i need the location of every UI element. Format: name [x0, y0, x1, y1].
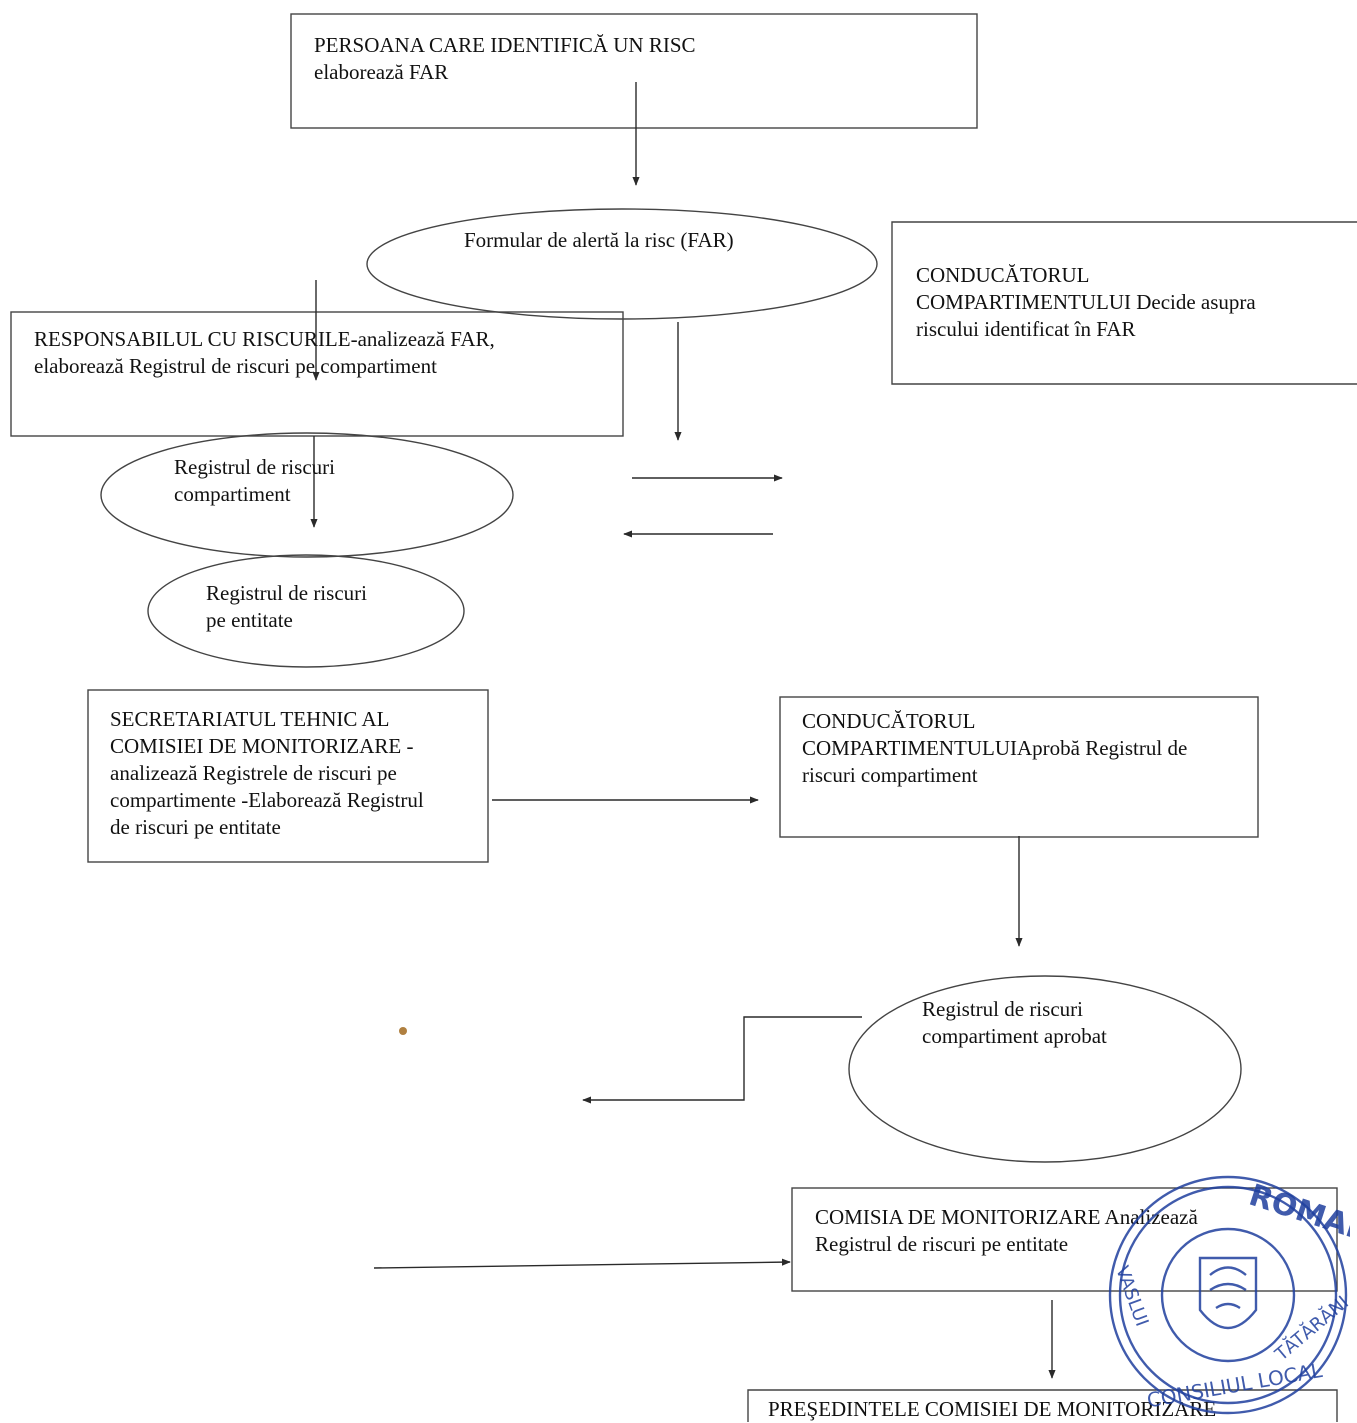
arrow-regaprobat-return: [582, 1016, 862, 1104]
ellipse-reg-aprobat: [848, 975, 1242, 1163]
label-conducator1-line: COMPARTIMENTULUI Decide asupra: [916, 290, 1256, 314]
label-reg-aprobat-line: compartiment aprobat: [922, 1024, 1107, 1048]
label-persoana: PERSOANA CARE IDENTIFICĂ UN RISC elaborea…: [314, 32, 696, 86]
label-secretariat-line: compartimente -Elaborează Registrul: [110, 788, 424, 812]
label-reg-aprobat-line: Registrul de riscuri: [922, 997, 1083, 1021]
ellipse-far: [366, 208, 878, 320]
label-presedinte-line: PREŞEDINTELE COMISIEI DE MONITORIZARE: [768, 1397, 1217, 1421]
label-conducator1-line: CONDUCĂTORUL: [916, 263, 1090, 287]
label-secretariat-line: de riscuri pe entitate: [110, 815, 281, 839]
label-conducator2-line: CONDUCĂTORUL: [802, 709, 976, 733]
label-persoana-line: elaborează FAR: [314, 60, 449, 84]
label-secretariat-line: SECRETARIATUL TEHNIC AL: [110, 707, 390, 731]
stamp-line-2: VASLUI: [1111, 1263, 1152, 1329]
label-secretariat-line: analizează Registrele de riscuri pe: [110, 761, 397, 785]
ellipse-reg-entitate: [147, 554, 465, 668]
label-responsabil-line: elaborează Registrul de riscuri pe compa…: [34, 354, 437, 378]
box-presedinte: [747, 1389, 1338, 1422]
box-comisia: [791, 1187, 1338, 1292]
label-responsabil: RESPONSABILUL CU RISCURILE-analizează FA…: [34, 326, 495, 380]
label-reg-comp-line: Registrul de riscuri: [174, 455, 335, 479]
label-secretariat: SECRETARIATUL TEHNIC AL COMISIEI DE MONIT…: [110, 706, 424, 841]
ellipse-reg-comp: [100, 432, 514, 558]
box-conducator1: [891, 221, 1357, 385]
label-secretariat-line: COMISIEI DE MONITORIZARE -: [110, 734, 414, 758]
stamp-text: ROMANIA: [1245, 1178, 1350, 1261]
label-responsabil-line: RESPONSABILUL CU RISCURILE-analizează FA…: [34, 327, 495, 351]
official-stamp: ROMANIA CONSILIUL LOCAL VASLUI TĂTĂRĂNI: [1108, 1175, 1350, 1415]
stamp-line-1: CONSILIUL LOCAL: [1145, 1358, 1325, 1413]
coat-of-arms-icon: [1198, 1256, 1258, 1329]
box-persoana: [290, 13, 978, 129]
label-conducator2: CONDUCĂTORUL COMPARTIMENTULUIAprobă Regis…: [802, 708, 1187, 789]
label-reg-entitate: Registrul de riscuri pe entitate: [206, 580, 367, 634]
box-secretariat: [87, 689, 489, 863]
label-presedinte: PREŞEDINTELE COMISIEI DE MONITORIZARE: [768, 1396, 1216, 1423]
label-far: Formular de alertă la risc (FAR): [464, 227, 734, 254]
label-persoana-line: PERSOANA CARE IDENTIFICĂ UN RISC: [314, 33, 696, 57]
label-reg-comp: Registrul de riscuri compartiment: [174, 454, 335, 508]
label-conducator1: CONDUCĂTORUL COMPARTIMENTULUI Decide asup…: [916, 262, 1256, 343]
label-reg-entitate-line: Registrul de riscuri: [206, 581, 367, 605]
box-responsabil: [10, 311, 624, 437]
stamp-line-3: TĂTĂRĂNI: [1270, 1291, 1350, 1366]
label-conducator1-line: riscului identificat în FAR: [916, 317, 1136, 341]
label-reg-aprobat: Registrul de riscuri compartiment aprobat: [922, 996, 1107, 1050]
label-conducator2-line: riscuri compartiment: [802, 763, 978, 787]
label-conducator2-line: COMPARTIMENTULUIAprobă Registrul de: [802, 736, 1188, 760]
label-reg-entitate-line: pe entitate: [206, 608, 293, 632]
label-reg-comp-line: compartiment: [174, 482, 291, 506]
label-comisia-line: Registrul de riscuri pe entitate: [815, 1232, 1069, 1256]
ink-spot: [399, 1027, 407, 1035]
label-far-line: Formular de alertă la risc (FAR): [464, 228, 734, 252]
arrow-to-comisia: [373, 1258, 791, 1269]
